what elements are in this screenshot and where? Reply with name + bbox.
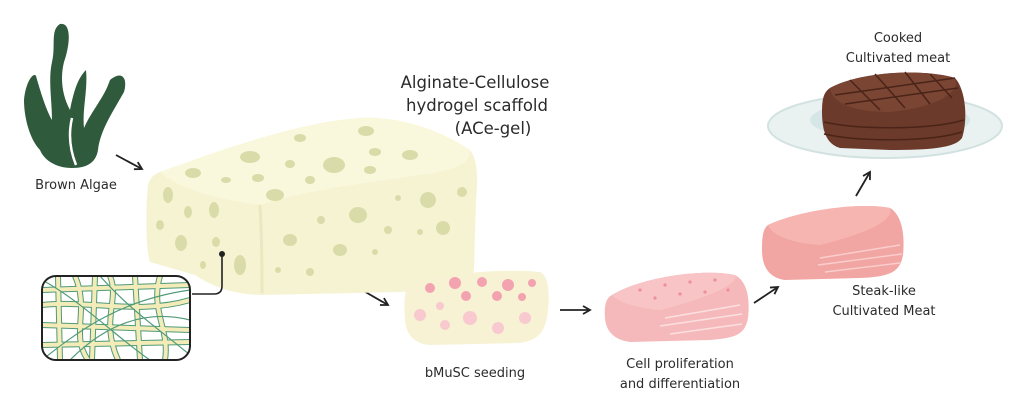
label-cooked-line2: Cultivated meat [845, 51, 951, 66]
arrow-steak-to-cooked [855, 170, 871, 197]
label-scaffold-line2: hydrogel scaffold [406, 96, 548, 115]
steak-like-meat [762, 205, 904, 280]
label-scaffold-line3: (ACe-gel) [454, 119, 532, 138]
label-proliferation-line1: Cell proliferation [626, 357, 734, 372]
label-proliferation-line2: and differentiation [619, 377, 741, 392]
arrow-proliferation-to-steak [753, 285, 780, 304]
label-steak-line1: Steak-like [852, 284, 916, 299]
proliferating-tissue [604, 272, 749, 342]
label-brown-algae: Brown Algae [35, 178, 117, 193]
cooked-meat [822, 71, 966, 150]
arrow-algae-to-scaffold [115, 154, 144, 171]
label-cooked-line1: Cooked [873, 31, 923, 46]
brown-algae-icon [24, 23, 126, 168]
label-scaffold-line1: Alginate-Cellulose [400, 73, 550, 92]
fiber-network-inset [41, 275, 191, 361]
label-seeding: bMuSC seeding [424, 366, 526, 381]
scaffold-sponge [146, 117, 478, 295]
seeded-scaffold [404, 270, 549, 345]
label-steak-line2: Cultivated Meat [832, 304, 936, 319]
